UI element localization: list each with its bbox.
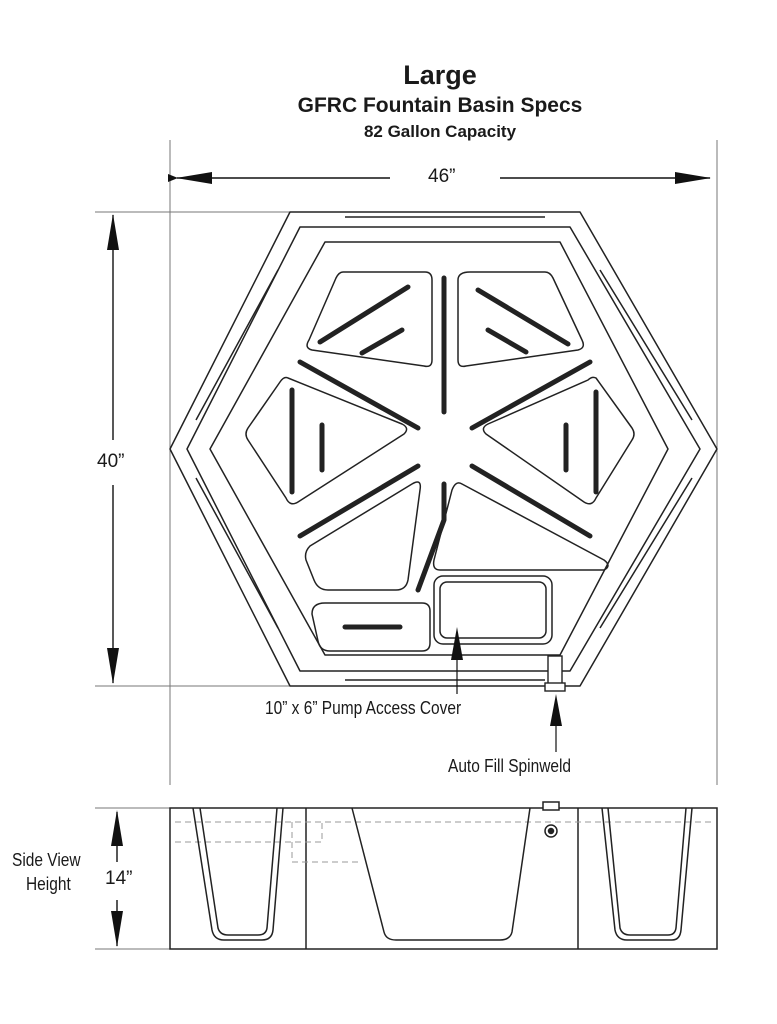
inner-hex-rim (186, 226, 701, 672)
side-view-label: Side View (12, 850, 81, 870)
basin-bowl (209, 241, 669, 656)
top-view-basin (169, 211, 718, 687)
height-dimension-arrow (111, 810, 123, 947)
side-view (169, 801, 718, 950)
subtitle: GFRC Fountain Basin Specs (297, 94, 583, 117)
capacity-label: 82 Gallon Capacity (363, 122, 517, 141)
pump-cover-callout: 10” x 6” Pump Access Cover (265, 698, 462, 718)
outer-hex-rim (169, 211, 718, 687)
compartment-bottom-right (432, 482, 609, 571)
pump-access-cover (433, 575, 553, 645)
width-dimension-label: 46” (424, 166, 460, 188)
title: Large (403, 60, 477, 90)
auto-fill-callout: Auto Fill Spinweld (448, 756, 572, 776)
compartment-top-right (457, 271, 585, 368)
auto-fill-leader (550, 694, 562, 752)
radial-spokes (297, 275, 593, 593)
auto-fill-spinweld (544, 655, 566, 692)
compartment-right (482, 376, 635, 505)
pump-cover-leader (451, 627, 463, 694)
width-dimension-arrow (168, 172, 711, 184)
spout-box (311, 602, 431, 652)
depth-dimension-label: 40” (93, 451, 129, 473)
side-view-height-label: Height (26, 874, 71, 894)
height-dimension-label: 14” (101, 868, 137, 890)
compartment-bottom-left (304, 481, 422, 591)
compartment-left (245, 376, 408, 505)
compartment-top-left (306, 271, 433, 368)
extension-lines (95, 140, 718, 950)
depth-dimension-arrow (107, 214, 119, 684)
